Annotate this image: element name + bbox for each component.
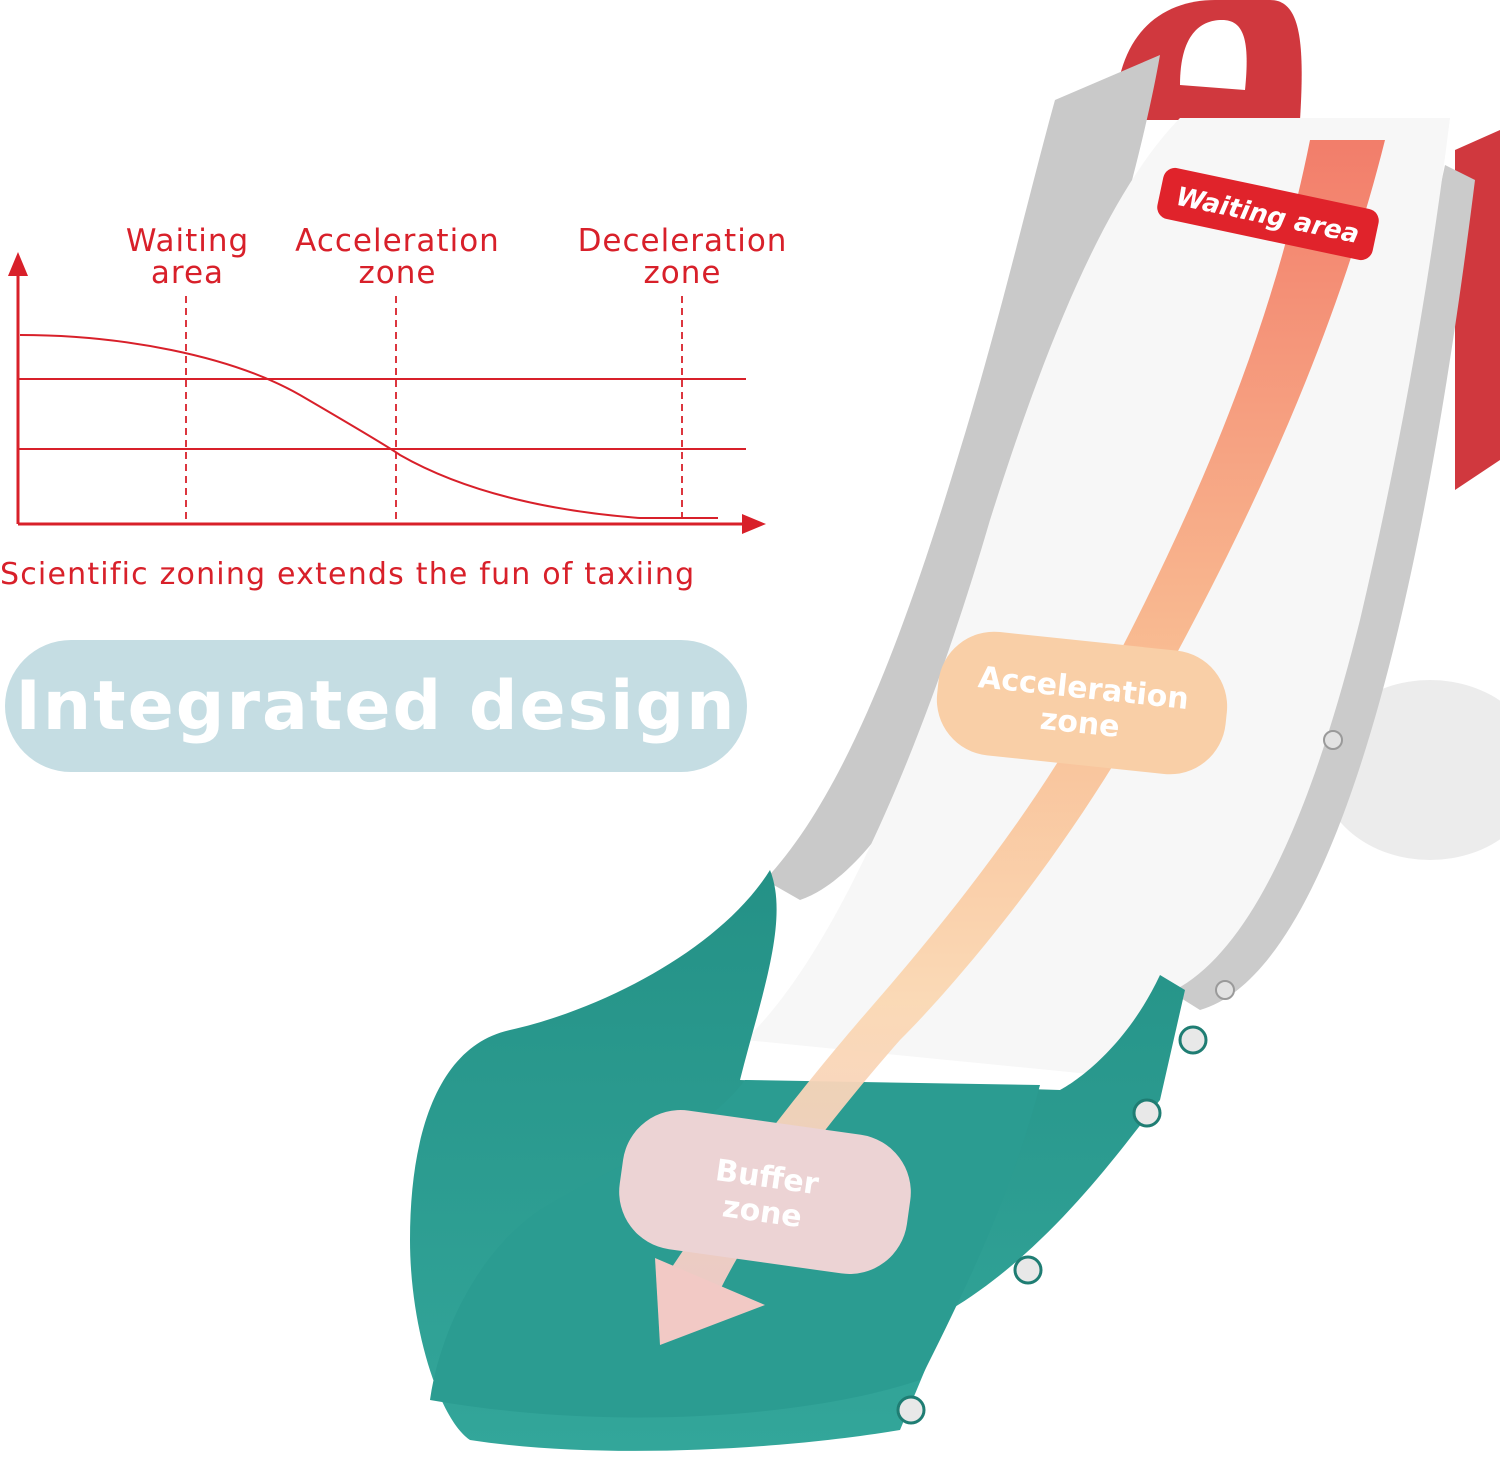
diagram-caption: Scientific zoning extends the fun of tax… <box>0 557 696 592</box>
label-line: area <box>150 255 225 291</box>
label-waiting-area: Waiting area <box>110 225 265 289</box>
y-axis-arrow-icon <box>8 252 28 276</box>
label-line: Deceleration <box>577 223 788 259</box>
banner-text: Integrated design <box>15 666 737 746</box>
arrow-down-icon <box>655 1258 765 1345</box>
screw-icon <box>1132 1098 1162 1128</box>
screw-icon <box>896 1395 926 1425</box>
acceleration-zone-tag-line2: zone <box>1038 702 1121 745</box>
left-rail <box>765 55 1160 900</box>
label-deceleration-zone: Deceleration zone <box>565 225 800 289</box>
zoning-curve-diagram <box>8 252 766 534</box>
screw-icon <box>1013 1255 1043 1285</box>
buffer-zone-tag-bg <box>619 1110 911 1274</box>
label-acceleration-zone: Acceleration zone <box>280 225 515 289</box>
acceleration-zone-tag-bg <box>936 631 1228 775</box>
buffer-zone-tag: Buffer zone <box>619 1110 911 1274</box>
speed-curve <box>19 334 718 519</box>
x-axis-arrow-icon <box>742 514 766 534</box>
label-line: Acceleration <box>295 223 500 259</box>
screw-icon <box>1215 980 1235 1000</box>
handle-hole-icon <box>1180 20 1247 90</box>
screw-icon <box>1178 1025 1208 1055</box>
integrated-design-banner: Integrated design <box>5 640 747 772</box>
label-line: Waiting <box>125 223 250 259</box>
screw-icon <box>1323 730 1343 750</box>
waiting-area-tag-bg <box>1157 167 1379 261</box>
label-line: zone <box>643 255 722 291</box>
right-rail <box>1160 165 1475 1010</box>
label-line: zone <box>358 255 437 291</box>
acceleration-zone-tag: Acceleration zone <box>936 631 1228 775</box>
